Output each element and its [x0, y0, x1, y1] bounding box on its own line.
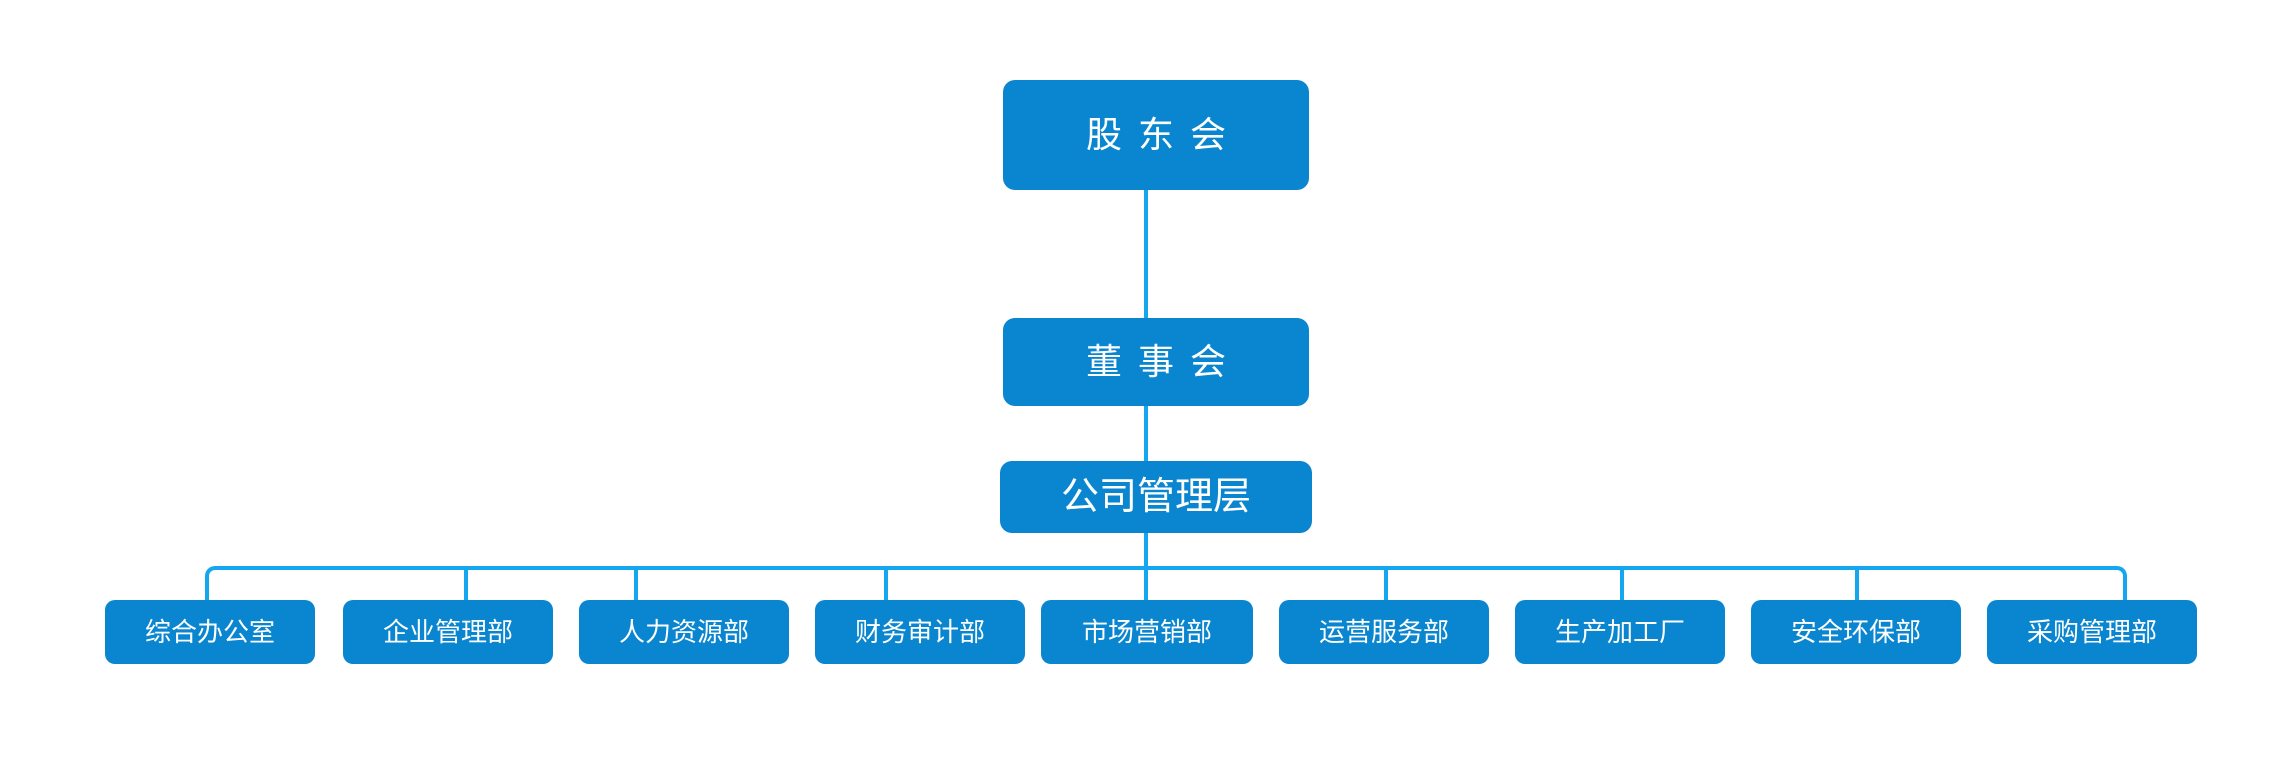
node-department-7[interactable]: 生产加工厂 [1515, 600, 1725, 664]
node-shareholders-meeting-label: 股东会 [1085, 114, 1242, 155]
connector-board-to-management [1144, 406, 1148, 461]
connector-drop-1 [464, 566, 468, 600]
connector-drop-4 [1144, 566, 1148, 600]
node-department-6[interactable]: 运营服务部 [1279, 600, 1489, 664]
connector-elbow-left [205, 566, 225, 600]
node-department-2-label: 企业管理部 [382, 617, 513, 647]
connector-drop-3 [884, 566, 888, 600]
node-shareholders-meeting[interactable]: 股东会 [1003, 80, 1309, 190]
connector-drop-5 [1384, 566, 1388, 600]
node-department-7-label: 生产加工厂 [1554, 617, 1685, 647]
node-department-4-label: 财务审计部 [854, 617, 985, 647]
node-department-1-label: 综合办公室 [144, 617, 275, 647]
connector-drop-7 [1855, 566, 1859, 600]
connector-drop-6 [1620, 566, 1624, 600]
connector-elbow-right [2107, 566, 2127, 600]
connector-shareholders-to-board [1144, 190, 1148, 318]
node-department-8-label: 安全环保部 [1790, 617, 1921, 647]
node-department-9-label: 采购管理部 [2026, 617, 2157, 647]
node-board-of-directors[interactable]: 董事会 [1003, 318, 1309, 406]
node-department-5-label: 市场营销部 [1081, 617, 1212, 647]
node-department-6-label: 运营服务部 [1318, 617, 1449, 647]
node-company-management[interactable]: 公司管理层 [1000, 461, 1312, 533]
node-department-1[interactable]: 综合办公室 [105, 600, 315, 664]
node-department-8[interactable]: 安全环保部 [1751, 600, 1961, 664]
node-company-management-label: 公司管理层 [1060, 476, 1251, 518]
node-department-5[interactable]: 市场营销部 [1041, 600, 1253, 664]
connector-drop-2 [634, 566, 638, 600]
node-department-9[interactable]: 采购管理部 [1987, 600, 2197, 664]
node-board-of-directors-label: 董事会 [1085, 341, 1242, 382]
node-department-3-label: 人力资源部 [618, 617, 749, 647]
node-department-3[interactable]: 人力资源部 [579, 600, 789, 664]
node-department-2[interactable]: 企业管理部 [343, 600, 553, 664]
node-department-4[interactable]: 财务审计部 [815, 600, 1025, 664]
connector-horizontal-bus [224, 566, 2108, 570]
